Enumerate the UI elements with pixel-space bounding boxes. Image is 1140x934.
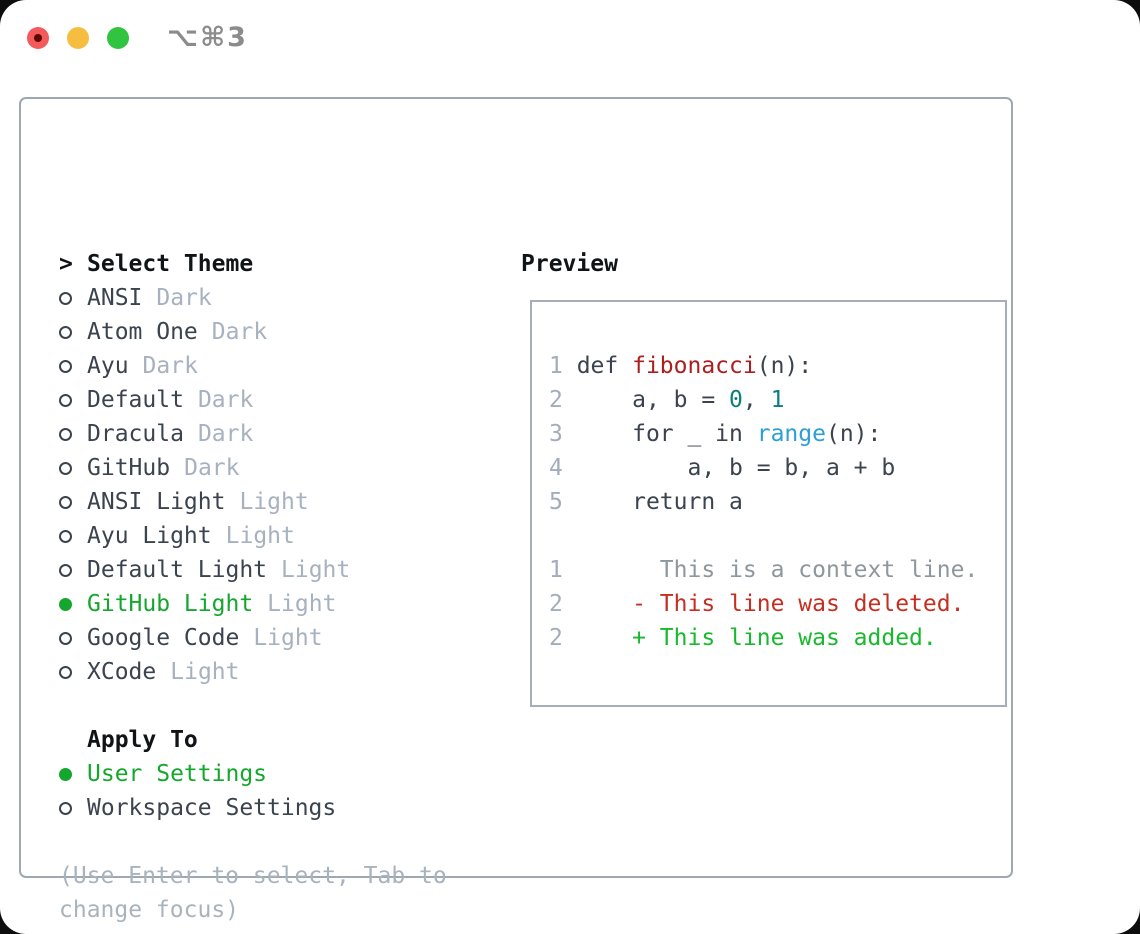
theme-variant-badge: Dark [197, 387, 254, 413]
code-line: 2 - This line was deleted. [549, 591, 965, 617]
code-line: 4 a, b = b, a + b [549, 455, 896, 481]
minimize-button-icon[interactable] [67, 27, 89, 49]
theme-option-ansi-light[interactable]: ANSI Light Light [59, 485, 447, 519]
code-line: 1 def fibonacci(n): [549, 353, 813, 379]
theme-option-ayu-light[interactable]: Ayu Light Light [59, 519, 447, 553]
apply-to-title: Apply To [87, 727, 198, 753]
radio-icon [59, 359, 72, 373]
theme-variant-badge: Dark [184, 455, 240, 481]
theme-name: GitHub [87, 455, 171, 481]
theme-option-dracula[interactable]: Dracula Dark [59, 417, 447, 451]
theme-option-ansi[interactable]: ANSI Dark [59, 281, 447, 315]
theme-option-github[interactable]: GitHub Dark [59, 451, 447, 485]
radio-icon [59, 801, 72, 815]
theme-variant-badge: Dark [156, 285, 212, 311]
select-theme-header: > Select Theme [59, 247, 447, 281]
code-line: 5 return a [549, 489, 743, 515]
code-line: 3 for _ in range(n): [549, 421, 882, 447]
select-theme-title: Select Theme [87, 251, 254, 277]
theme-option-ayu[interactable]: Ayu Dark [59, 349, 447, 383]
code-line: 2 a, b = 0, 1 [549, 387, 785, 413]
radio-icon [59, 631, 72, 645]
theme-variant-badge: Light [170, 659, 240, 685]
traffic-lights [27, 27, 129, 49]
radio-icon [59, 529, 72, 543]
radio-icon [59, 427, 72, 441]
radio-selected-icon [59, 597, 72, 611]
radio-icon [59, 325, 72, 339]
preview-pane: 1 def fibonacci(n): 2 a, b = 0, 1 3 for _ … [530, 300, 1007, 707]
theme-name: GitHub Light [87, 591, 254, 617]
theme-name: Dracula [87, 421, 184, 447]
apply-option-label: User Settings [87, 761, 268, 787]
theme-name: Default [87, 387, 184, 413]
theme-option-google-code[interactable]: Google Code Light [59, 621, 447, 655]
radio-icon [59, 461, 72, 475]
hint-text: (Use Enter to select, Tab to [59, 863, 447, 889]
radio-icon [59, 563, 72, 577]
theme-name: ANSI Light [87, 489, 226, 515]
theme-option-github-light[interactable]: GitHub Light Light [59, 587, 447, 621]
spacer [59, 825, 447, 859]
theme-variant-badge: Light [239, 489, 309, 515]
theme-variant-badge: Light [253, 625, 323, 651]
theme-variant-badge: Light [267, 591, 337, 617]
code-preview: 1 def fibonacci(n): 2 a, b = 0, 1 3 for _ … [532, 302, 1005, 655]
spacer [59, 689, 447, 723]
theme-name: ANSI [87, 285, 143, 311]
apply-option-label: Workspace Settings [87, 795, 337, 821]
apply-option-user-settings[interactable]: User Settings [59, 757, 447, 791]
radio-icon [59, 665, 72, 679]
preview-title: Preview [521, 251, 618, 277]
theme-name: XCode [87, 659, 157, 685]
window-title: ⌥⌘3 [167, 22, 248, 53]
selection-cursor: > [59, 251, 73, 277]
radio-icon [59, 393, 72, 407]
code-line: 1 This is a context line. [549, 557, 979, 583]
apply-to-header-row: Apply To [59, 723, 447, 757]
theme-name: Default Light [87, 557, 268, 583]
code-line: 2 + This line was added. [549, 625, 937, 651]
theme-option-xcode[interactable]: XCode Light [59, 655, 447, 689]
theme-variant-badge: Light [281, 557, 351, 583]
theme-name: Ayu Light [87, 523, 212, 549]
code-line [549, 519, 1005, 553]
theme-name: Atom One [87, 319, 198, 345]
apply-option-workspace-settings[interactable]: Workspace Settings [59, 791, 447, 825]
theme-variant-badge: Dark [197, 421, 254, 447]
theme-name: Ayu [87, 353, 129, 379]
theme-option-default-light[interactable]: Default Light Light [59, 553, 447, 587]
zoom-button-icon[interactable] [107, 27, 129, 49]
theme-variant-badge: Light [225, 523, 295, 549]
radio-selected-icon [59, 767, 72, 781]
keyboard-hint: (Use Enter to select, Tab to change focus… [59, 859, 447, 927]
radio-icon [59, 291, 72, 305]
radio-icon [59, 495, 72, 509]
theme-name: Google Code [87, 625, 240, 651]
close-button-icon[interactable] [27, 27, 49, 49]
theme-variant-badge: Dark [211, 319, 268, 345]
theme-option-atom-one[interactable]: Atom One Dark [59, 315, 447, 349]
hint-text: change focus) [59, 897, 240, 923]
theme-variant-badge: Dark [142, 353, 198, 379]
theme-option-default[interactable]: Default Dark [59, 383, 447, 417]
